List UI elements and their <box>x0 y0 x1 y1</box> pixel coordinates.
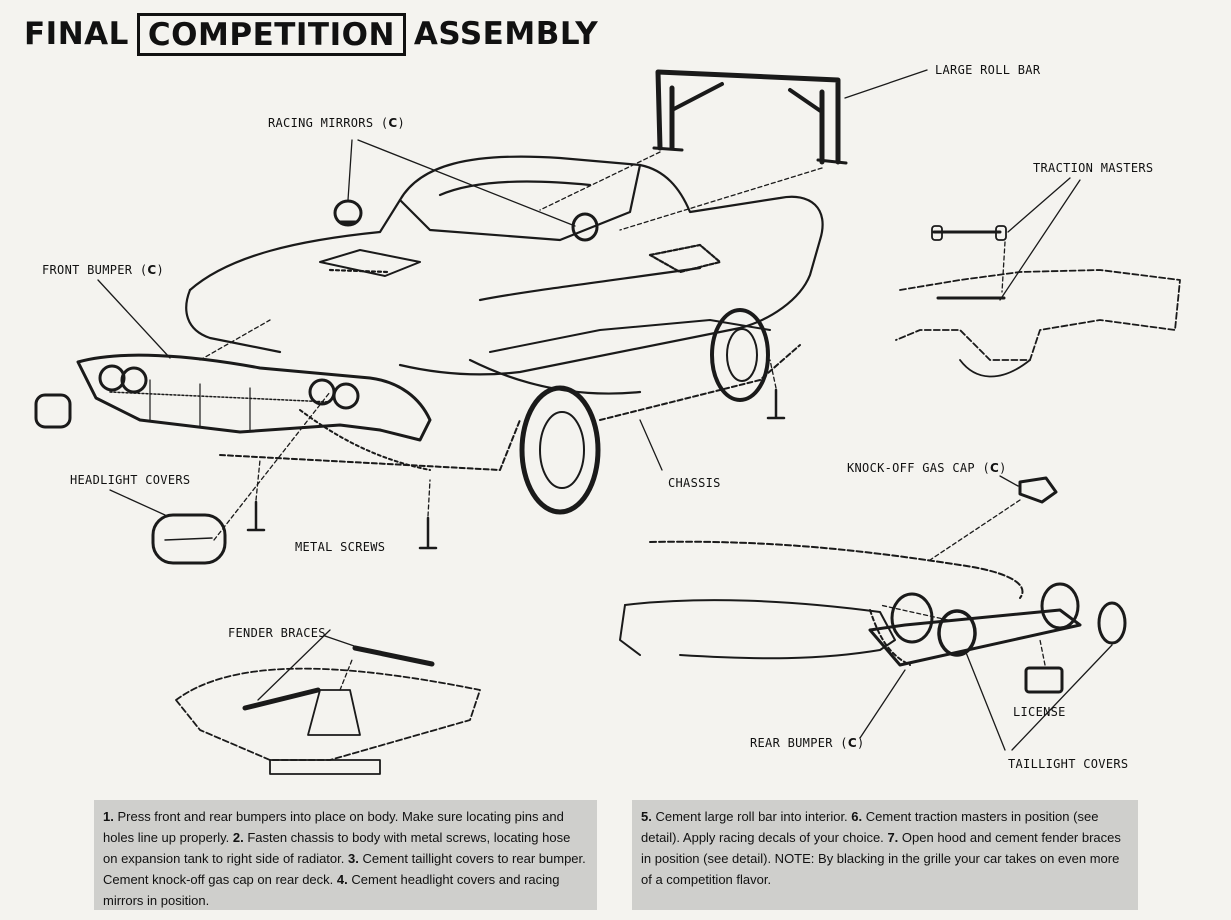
label-taillight-covers: TAILLIGHT COVERS <box>1008 757 1129 771</box>
front-bumper-drawing <box>76 353 432 442</box>
title-assembly: ASSEMBLY <box>413 16 599 52</box>
label-rear-bumper: REAR BUMPER (C) <box>750 736 865 750</box>
label-metal-screws: METAL SCREWS <box>295 540 386 554</box>
label-chassis: CHASSIS <box>668 476 721 490</box>
metal-screws-drawing <box>246 388 786 550</box>
rear-bumper-drawing <box>868 582 1127 694</box>
label-large-roll-bar: LARGE ROLL BAR <box>935 63 1041 77</box>
rear-end-drawing <box>619 540 1024 666</box>
car-body-drawing <box>185 155 824 395</box>
headlight-covers-drawing <box>34 393 227 565</box>
instructions-right-text: 5. Cement large roll bar into interior. … <box>641 809 1121 887</box>
label-front-bumper: FRONT BUMPER (C) <box>42 263 164 277</box>
leader-lines <box>97 69 1113 751</box>
label-knock-off-gas-cap: KNOCK-OFF GAS CAP (C) <box>847 461 1007 475</box>
label-headlight-covers: HEADLIGHT COVERS <box>70 473 191 487</box>
label-racing-mirrors: RACING MIRRORS (C) <box>268 116 406 130</box>
page-title: FINAL COMPETITION ASSEMBLY <box>24 12 598 56</box>
gas-cap-drawing <box>1018 476 1058 504</box>
traction-master-detail-drawing <box>895 225 1181 378</box>
roll-bar-drawing <box>652 69 848 165</box>
dashed-guides <box>199 151 1046 691</box>
instructions-left-text: 1. Press front and rear bumpers into pla… <box>103 809 586 908</box>
chassis-drawing <box>219 308 801 515</box>
instructions-left-panel: 1. Press front and rear bumpers into pla… <box>94 800 597 910</box>
instructions-right-panel: 5. Cement large roll bar into interior. … <box>632 800 1138 910</box>
label-traction-masters: TRACTION MASTERS <box>1033 161 1154 175</box>
title-final: FINAL <box>24 16 129 52</box>
label-license: LICENSE <box>1013 705 1066 719</box>
label-fender-braces: FENDER BRACES <box>228 626 326 640</box>
racing-mirrors-drawing <box>333 199 599 242</box>
title-competition: COMPETITION <box>136 12 406 56</box>
fender-braces-detail-drawing <box>175 645 481 775</box>
